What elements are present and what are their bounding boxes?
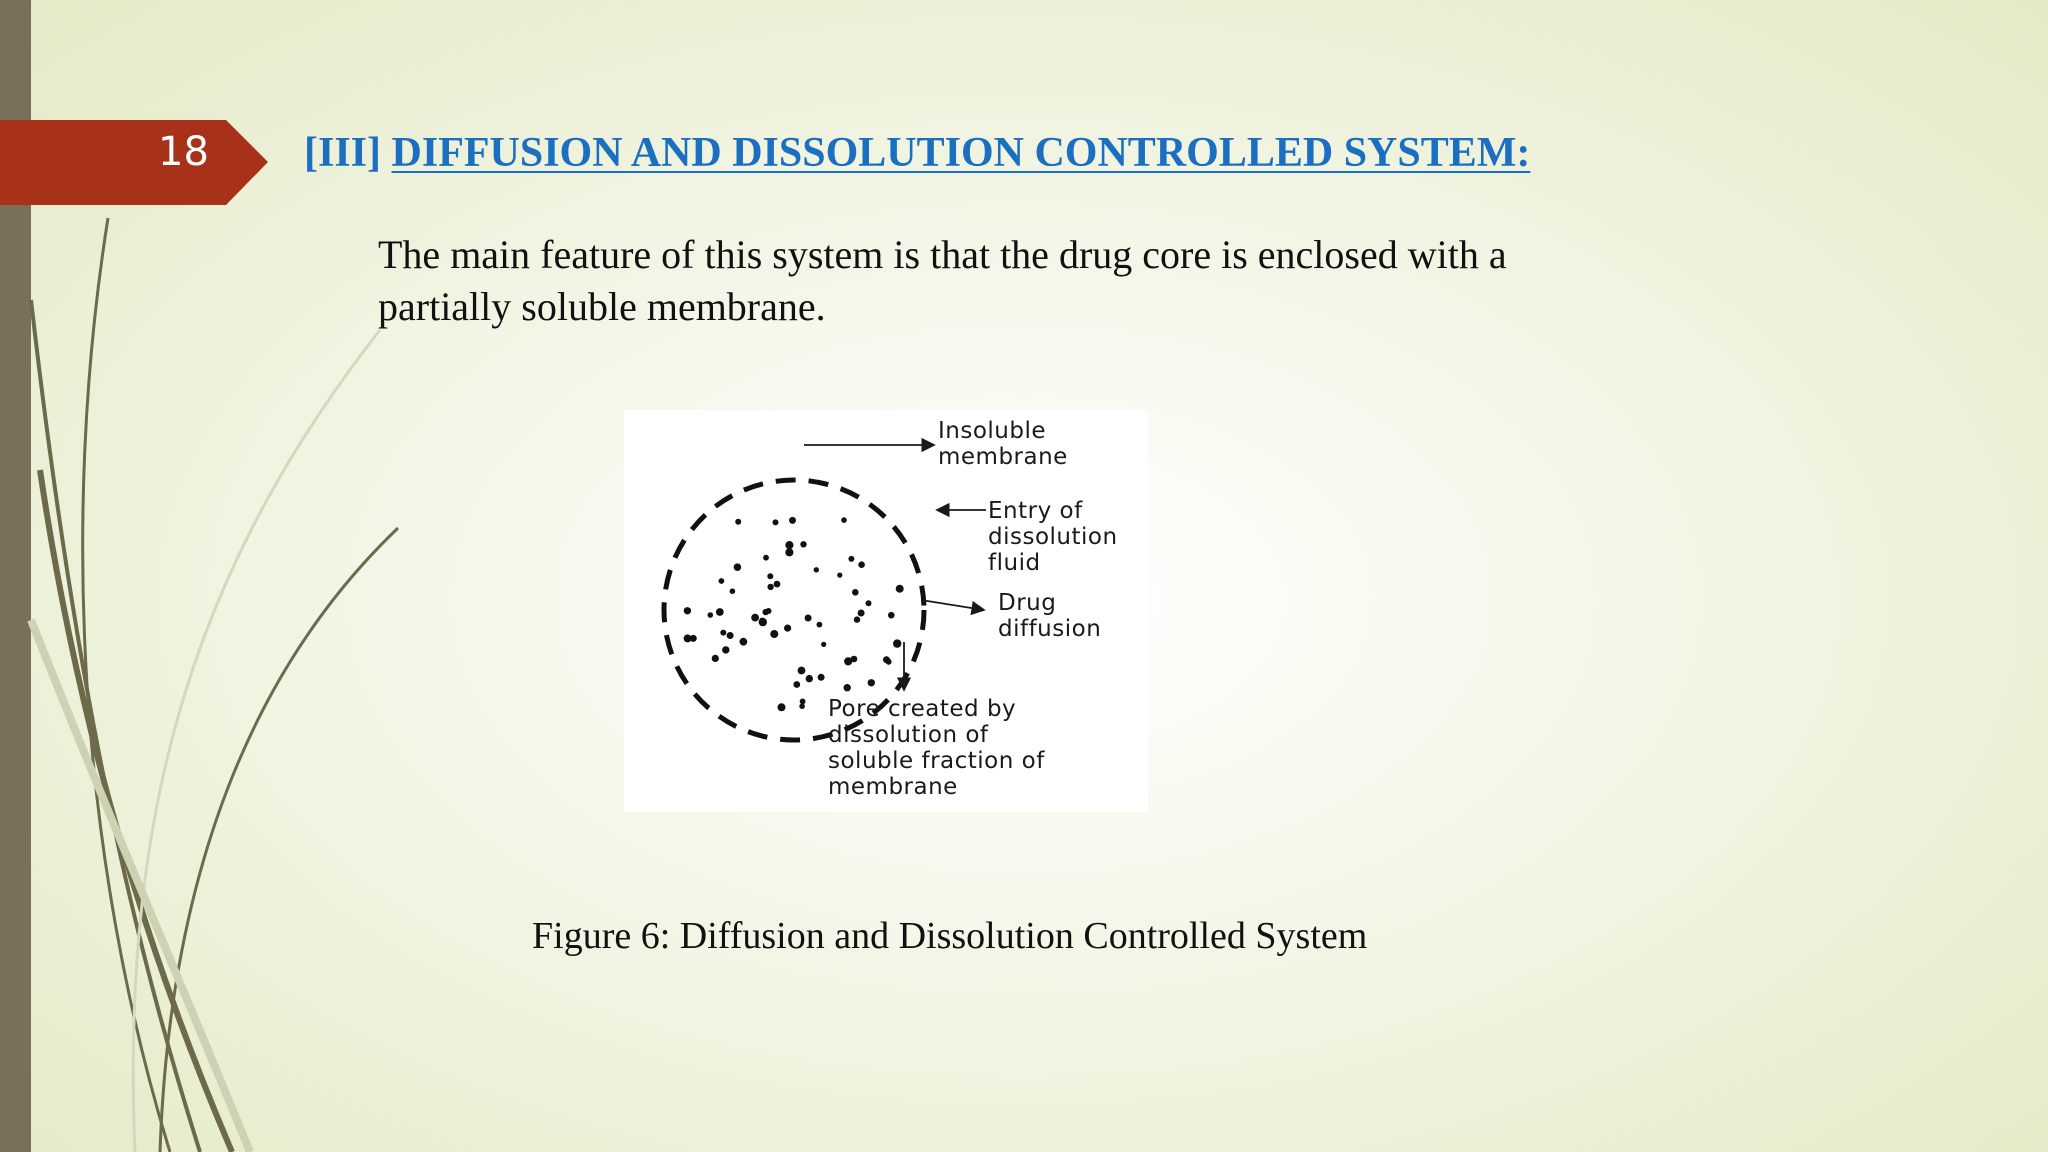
- figure-caption: Figure 6: Diffusion and Dissolution Cont…: [532, 915, 1368, 957]
- label-pore: Pore created by dissolution of soluble f…: [828, 696, 1045, 800]
- drug-particle: [816, 621, 823, 628]
- drug-particle: [799, 698, 806, 705]
- drug-particle: [813, 567, 819, 573]
- label-insoluble-membrane: Insoluble membrane: [938, 418, 1068, 470]
- drug-particle: [857, 609, 865, 617]
- drug-particle: [841, 517, 847, 523]
- drug-particle: [767, 583, 774, 591]
- drug-particle: [683, 634, 692, 643]
- drug-particle: [804, 614, 812, 622]
- label-entry-fluid: Entry of dissolution fluid: [988, 498, 1118, 576]
- drug-particle: [720, 629, 727, 636]
- title-main: DIFFUSION AND DISSOLUTION CONTROLLED SYS…: [391, 130, 1531, 176]
- drug-particle: [858, 561, 865, 568]
- drug-particle: [772, 519, 779, 526]
- drug-particle: [853, 616, 861, 623]
- drug-particle: [777, 703, 786, 712]
- drug-particle: [707, 612, 714, 618]
- drug-particle: [850, 655, 858, 663]
- drug-particle: [797, 666, 806, 675]
- drug-particle: [867, 679, 875, 687]
- decorative-swooshes: [27, 217, 400, 1152]
- drug-particle: [895, 584, 904, 593]
- drug-particle: [893, 639, 902, 648]
- drug-particle: [844, 657, 853, 666]
- drug-particle: [805, 674, 813, 683]
- slide-number-tab: 18: [0, 120, 268, 205]
- drug-particles: [683, 516, 904, 712]
- drug-particle: [751, 613, 759, 622]
- drug-particle: [767, 573, 774, 580]
- drug-particle: [739, 637, 748, 646]
- arrow-drug-diffusion: [920, 599, 986, 616]
- label-drug-diffusion: Drug diffusion: [998, 590, 1102, 642]
- swoosh-line: [27, 618, 254, 1152]
- drug-particle: [733, 563, 742, 571]
- drug-particle: [770, 630, 779, 638]
- drug-particle: [718, 578, 725, 584]
- diagram-figure: Insoluble membrane Entry of dissolution …: [624, 410, 1148, 812]
- diagram-drawing: [661, 437, 986, 743]
- drug-particle: [683, 607, 692, 615]
- slide-title: [III] DIFFUSION AND DISSOLUTION CONTROLL…: [304, 124, 1530, 182]
- drug-particle: [726, 632, 734, 639]
- body-paragraph: The main feature of this system is that …: [378, 232, 1507, 329]
- drug-particle: [784, 624, 792, 632]
- drug-particle: [722, 646, 730, 654]
- drug-particle: [763, 554, 769, 561]
- drug-particle: [821, 641, 827, 647]
- drug-particle: [843, 684, 851, 692]
- drug-particle: [762, 608, 769, 616]
- drug-particle: [799, 703, 805, 709]
- drug-particle: [785, 541, 794, 550]
- drug-particle: [711, 654, 719, 662]
- drug-particle: [817, 673, 825, 681]
- drug-particle: [773, 580, 781, 588]
- drug-particle: [848, 555, 855, 562]
- drug-particle: [689, 634, 697, 642]
- drug-particle: [852, 589, 859, 596]
- drug-particle: [785, 548, 794, 557]
- drug-particle: [735, 518, 742, 525]
- drug-particle: [793, 681, 801, 688]
- drug-particle: [888, 611, 895, 619]
- title-prefix: [III]: [304, 130, 392, 176]
- membrane-circle: [661, 477, 927, 743]
- drug-particle: [789, 516, 796, 524]
- swoosh-line: [158, 526, 400, 1152]
- drug-particle: [729, 588, 736, 594]
- drug-particle: [837, 572, 843, 578]
- drug-particle: [865, 600, 872, 607]
- slide-number: 18: [158, 129, 209, 175]
- swoosh-line: [131, 329, 382, 1152]
- drug-particle: [758, 617, 767, 627]
- drug-particle: [715, 608, 724, 616]
- drug-particle: [885, 658, 892, 665]
- drug-particle: [800, 541, 807, 548]
